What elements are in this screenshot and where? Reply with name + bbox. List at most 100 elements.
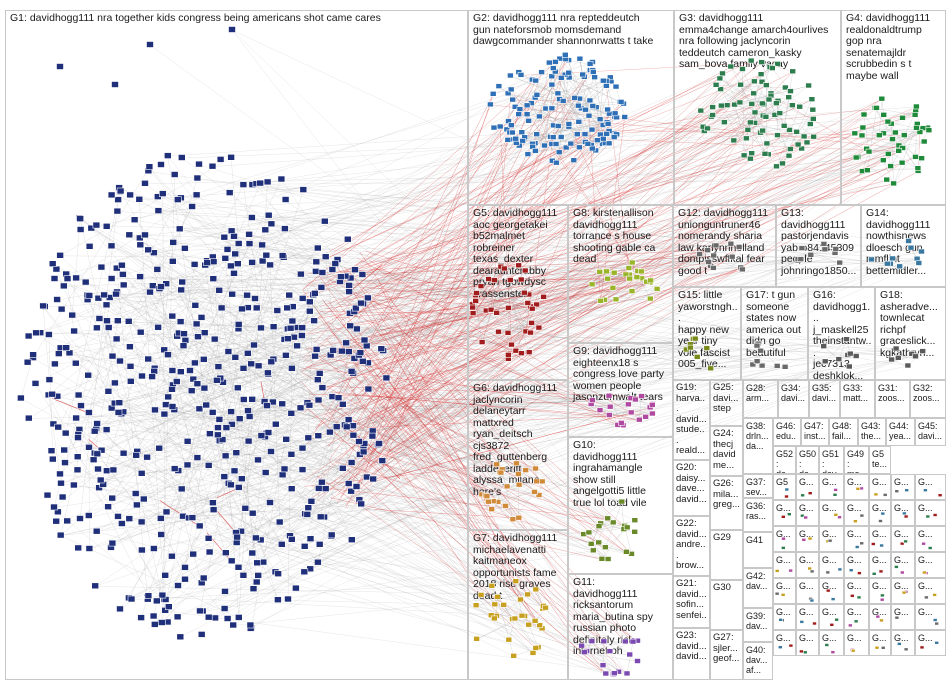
- small-group-box[interactable]: G...: [844, 500, 869, 526]
- group-box-g5[interactable]: G5: davidhogg111 aoc georgetakei b52malm…: [468, 205, 568, 380]
- group-box-g41[interactable]: G41: [743, 532, 773, 568]
- small-group-box[interactable]: G...: [891, 604, 915, 630]
- small-group-box[interactable]: G...: [844, 474, 869, 500]
- small-group-box[interactable]: G...: [819, 500, 844, 526]
- group-box-g40[interactable]: G40: dav... af...: [743, 642, 773, 680]
- group-box-g52[interactable]: G52: da...: [773, 446, 796, 474]
- small-group-box[interactable]: G...: [773, 630, 796, 656]
- small-group-box[interactable]: G...: [796, 500, 819, 526]
- small-group-box[interactable]: G...: [844, 604, 869, 630]
- small-group-box[interactable]: G5: [773, 474, 796, 500]
- small-group-box[interactable]: G...: [819, 526, 844, 552]
- group-box-g2[interactable]: G2: davidhogg111 nra repteddeutch gun na…: [468, 10, 674, 205]
- small-group-box[interactable]: G...: [891, 500, 915, 526]
- small-group-box[interactable]: G...: [869, 500, 891, 526]
- group-box-g16[interactable]: G16: davidhogg1... j_maskell25 theinstan…: [808, 287, 875, 380]
- group-box-g21[interactable]: G21: david... sofin... senfei...: [673, 576, 710, 628]
- small-group-box[interactable]: G...: [796, 578, 819, 604]
- group-box-g6[interactable]: G6: davidhogg111 jaclyncorin delaneytarr…: [468, 380, 568, 530]
- group-box-g38[interactable]: G38: drln... da...: [743, 418, 773, 474]
- small-group-box[interactable]: G...: [915, 552, 946, 578]
- group-box-g37[interactable]: G37: sev... da...: [743, 474, 773, 498]
- group-box-g7[interactable]: G7: davidhogg111 michaelavenatti kaitman…: [468, 530, 568, 680]
- group-box-g1[interactable]: G1: davidhogg111 nra together kids congr…: [5, 10, 468, 680]
- group-box-g11[interactable]: G11: davidhogg111 ricksantorum maria_but…: [568, 574, 673, 680]
- small-group-box[interactable]: G...: [869, 578, 891, 604]
- small-group-box[interactable]: G...: [773, 552, 796, 578]
- group-box-g30[interactable]: G30: [710, 580, 743, 630]
- small-group-box[interactable]: G...: [869, 552, 891, 578]
- group-box-g20[interactable]: G20: daisy... dave... david...: [673, 460, 710, 516]
- small-group-box[interactable]: G...: [819, 552, 844, 578]
- small-group-box[interactable]: G...: [869, 474, 891, 500]
- small-group-box[interactable]: G...: [915, 474, 946, 500]
- small-group-box[interactable]: G...: [819, 578, 844, 604]
- group-box-g44[interactable]: G44: yea...: [886, 418, 915, 446]
- group-box-g32[interactable]: G32: zoos...: [910, 380, 946, 418]
- group-box-g24[interactable]: G24: thecj david me...: [710, 426, 743, 476]
- group-box-g14[interactable]: G14: davidhogg111 nowthisnews dloesch gu…: [861, 205, 946, 287]
- group-box-g5b[interactable]: G5 te...: [869, 446, 891, 474]
- group-box-g31[interactable]: G31: zoos...: [875, 380, 910, 418]
- group-box-g28[interactable]: G28: arm...: [743, 380, 778, 418]
- small-group-box[interactable]: G...: [915, 630, 946, 656]
- small-group-box[interactable]: G...: [891, 578, 915, 604]
- small-group-box[interactable]: G...: [891, 630, 915, 656]
- small-group-box[interactable]: G...: [819, 604, 844, 630]
- group-box-g23[interactable]: G23: david... david...: [673, 628, 710, 680]
- group-box-g33[interactable]: G33: matt...: [840, 380, 875, 418]
- small-group-box[interactable]: G...: [773, 578, 796, 604]
- group-box-g25[interactable]: G25: davi... step: [710, 380, 743, 426]
- small-group-box[interactable]: G...: [844, 630, 869, 656]
- group-box-g45[interactable]: G45: davi...: [915, 418, 946, 446]
- small-group-box[interactable]: G...: [844, 578, 869, 604]
- small-group-box[interactable]: G...: [796, 604, 819, 630]
- group-box-g49[interactable]: G49: mo...: [844, 446, 869, 474]
- small-group-box[interactable]: G...: [869, 604, 891, 630]
- small-group-box[interactable]: G...: [819, 474, 844, 500]
- small-group-box[interactable]: G...: [915, 578, 946, 604]
- small-group-box[interactable]: G...: [796, 552, 819, 578]
- small-group-box[interactable]: G...: [819, 630, 844, 656]
- group-box-g50[interactable]: G50: da...: [796, 446, 819, 474]
- group-box-g47[interactable]: G47: inst...: [801, 418, 829, 446]
- group-box-g35[interactable]: G35: davi...: [809, 380, 840, 418]
- small-group-box[interactable]: G...: [796, 526, 819, 552]
- group-box-g4[interactable]: G4: davidhogg111 realdonaldtrump gop nra…: [841, 10, 946, 205]
- group-box-g22[interactable]: G22: david... andre... brow...: [673, 516, 710, 576]
- group-box-g10[interactable]: G10: davidhogg111 ingrahamangle show sti…: [568, 437, 673, 574]
- group-box-g27[interactable]: G27: sjler... geof...: [710, 630, 743, 680]
- small-group-box[interactable]: G...: [796, 630, 819, 656]
- group-box-g48[interactable]: G48: fail...: [829, 418, 858, 446]
- group-box-g34[interactable]: G34: davi...: [778, 380, 809, 418]
- group-box-g9[interactable]: G9: davidhogg111 eighteenx18 s congress …: [568, 343, 673, 437]
- group-box-g3[interactable]: G3: davidhogg111 emma4change amarch4ourl…: [674, 10, 841, 205]
- small-group-box[interactable]: G...: [915, 526, 946, 552]
- small-group-box[interactable]: G...: [796, 474, 819, 500]
- small-group-box[interactable]: G...: [891, 526, 915, 552]
- small-group-box[interactable]: G...: [844, 552, 869, 578]
- group-box-g18[interactable]: G18: asheradve... townlecat richpf grace…: [875, 287, 946, 380]
- small-group-box[interactable]: G...: [773, 604, 796, 630]
- small-group-box[interactable]: G...: [915, 500, 946, 526]
- group-box-g42[interactable]: G42: dav...: [743, 568, 773, 608]
- small-group-box[interactable]: G...: [915, 604, 946, 630]
- group-box-g51[interactable]: G51: dav...: [819, 446, 844, 474]
- group-box-g43[interactable]: G43: the...: [858, 418, 886, 446]
- group-box-g36[interactable]: G36: ras...: [743, 498, 773, 532]
- small-group-box[interactable]: G...: [773, 526, 796, 552]
- group-box-g17[interactable]: G17: t gun someone states now america ou…: [741, 287, 808, 380]
- group-box-g15[interactable]: G15: little yaworstngh... happy new year…: [673, 287, 741, 380]
- group-box-g8[interactable]: G8: kirstenallison davidhogg111 torrance…: [568, 205, 673, 343]
- group-box-g12[interactable]: G12: davidhogg111 unionguntruner46 nomer…: [673, 205, 776, 287]
- group-box-g29[interactable]: G29: [710, 530, 743, 580]
- group-box-g46[interactable]: G46: edu...: [773, 418, 801, 446]
- small-group-box[interactable]: G...: [891, 552, 915, 578]
- small-group-box[interactable]: G...: [773, 500, 796, 526]
- group-box-g13[interactable]: G13: davidhogg111 pastorjendavis yabro84…: [776, 205, 861, 287]
- small-group-box[interactable]: G...: [869, 526, 891, 552]
- group-box-g19[interactable]: G19: harva... david... stude... reald...…: [673, 380, 710, 460]
- group-box-g39[interactable]: G39: dav...: [743, 608, 773, 642]
- small-group-box[interactable]: G...: [844, 526, 869, 552]
- small-group-box[interactable]: G...: [891, 474, 915, 500]
